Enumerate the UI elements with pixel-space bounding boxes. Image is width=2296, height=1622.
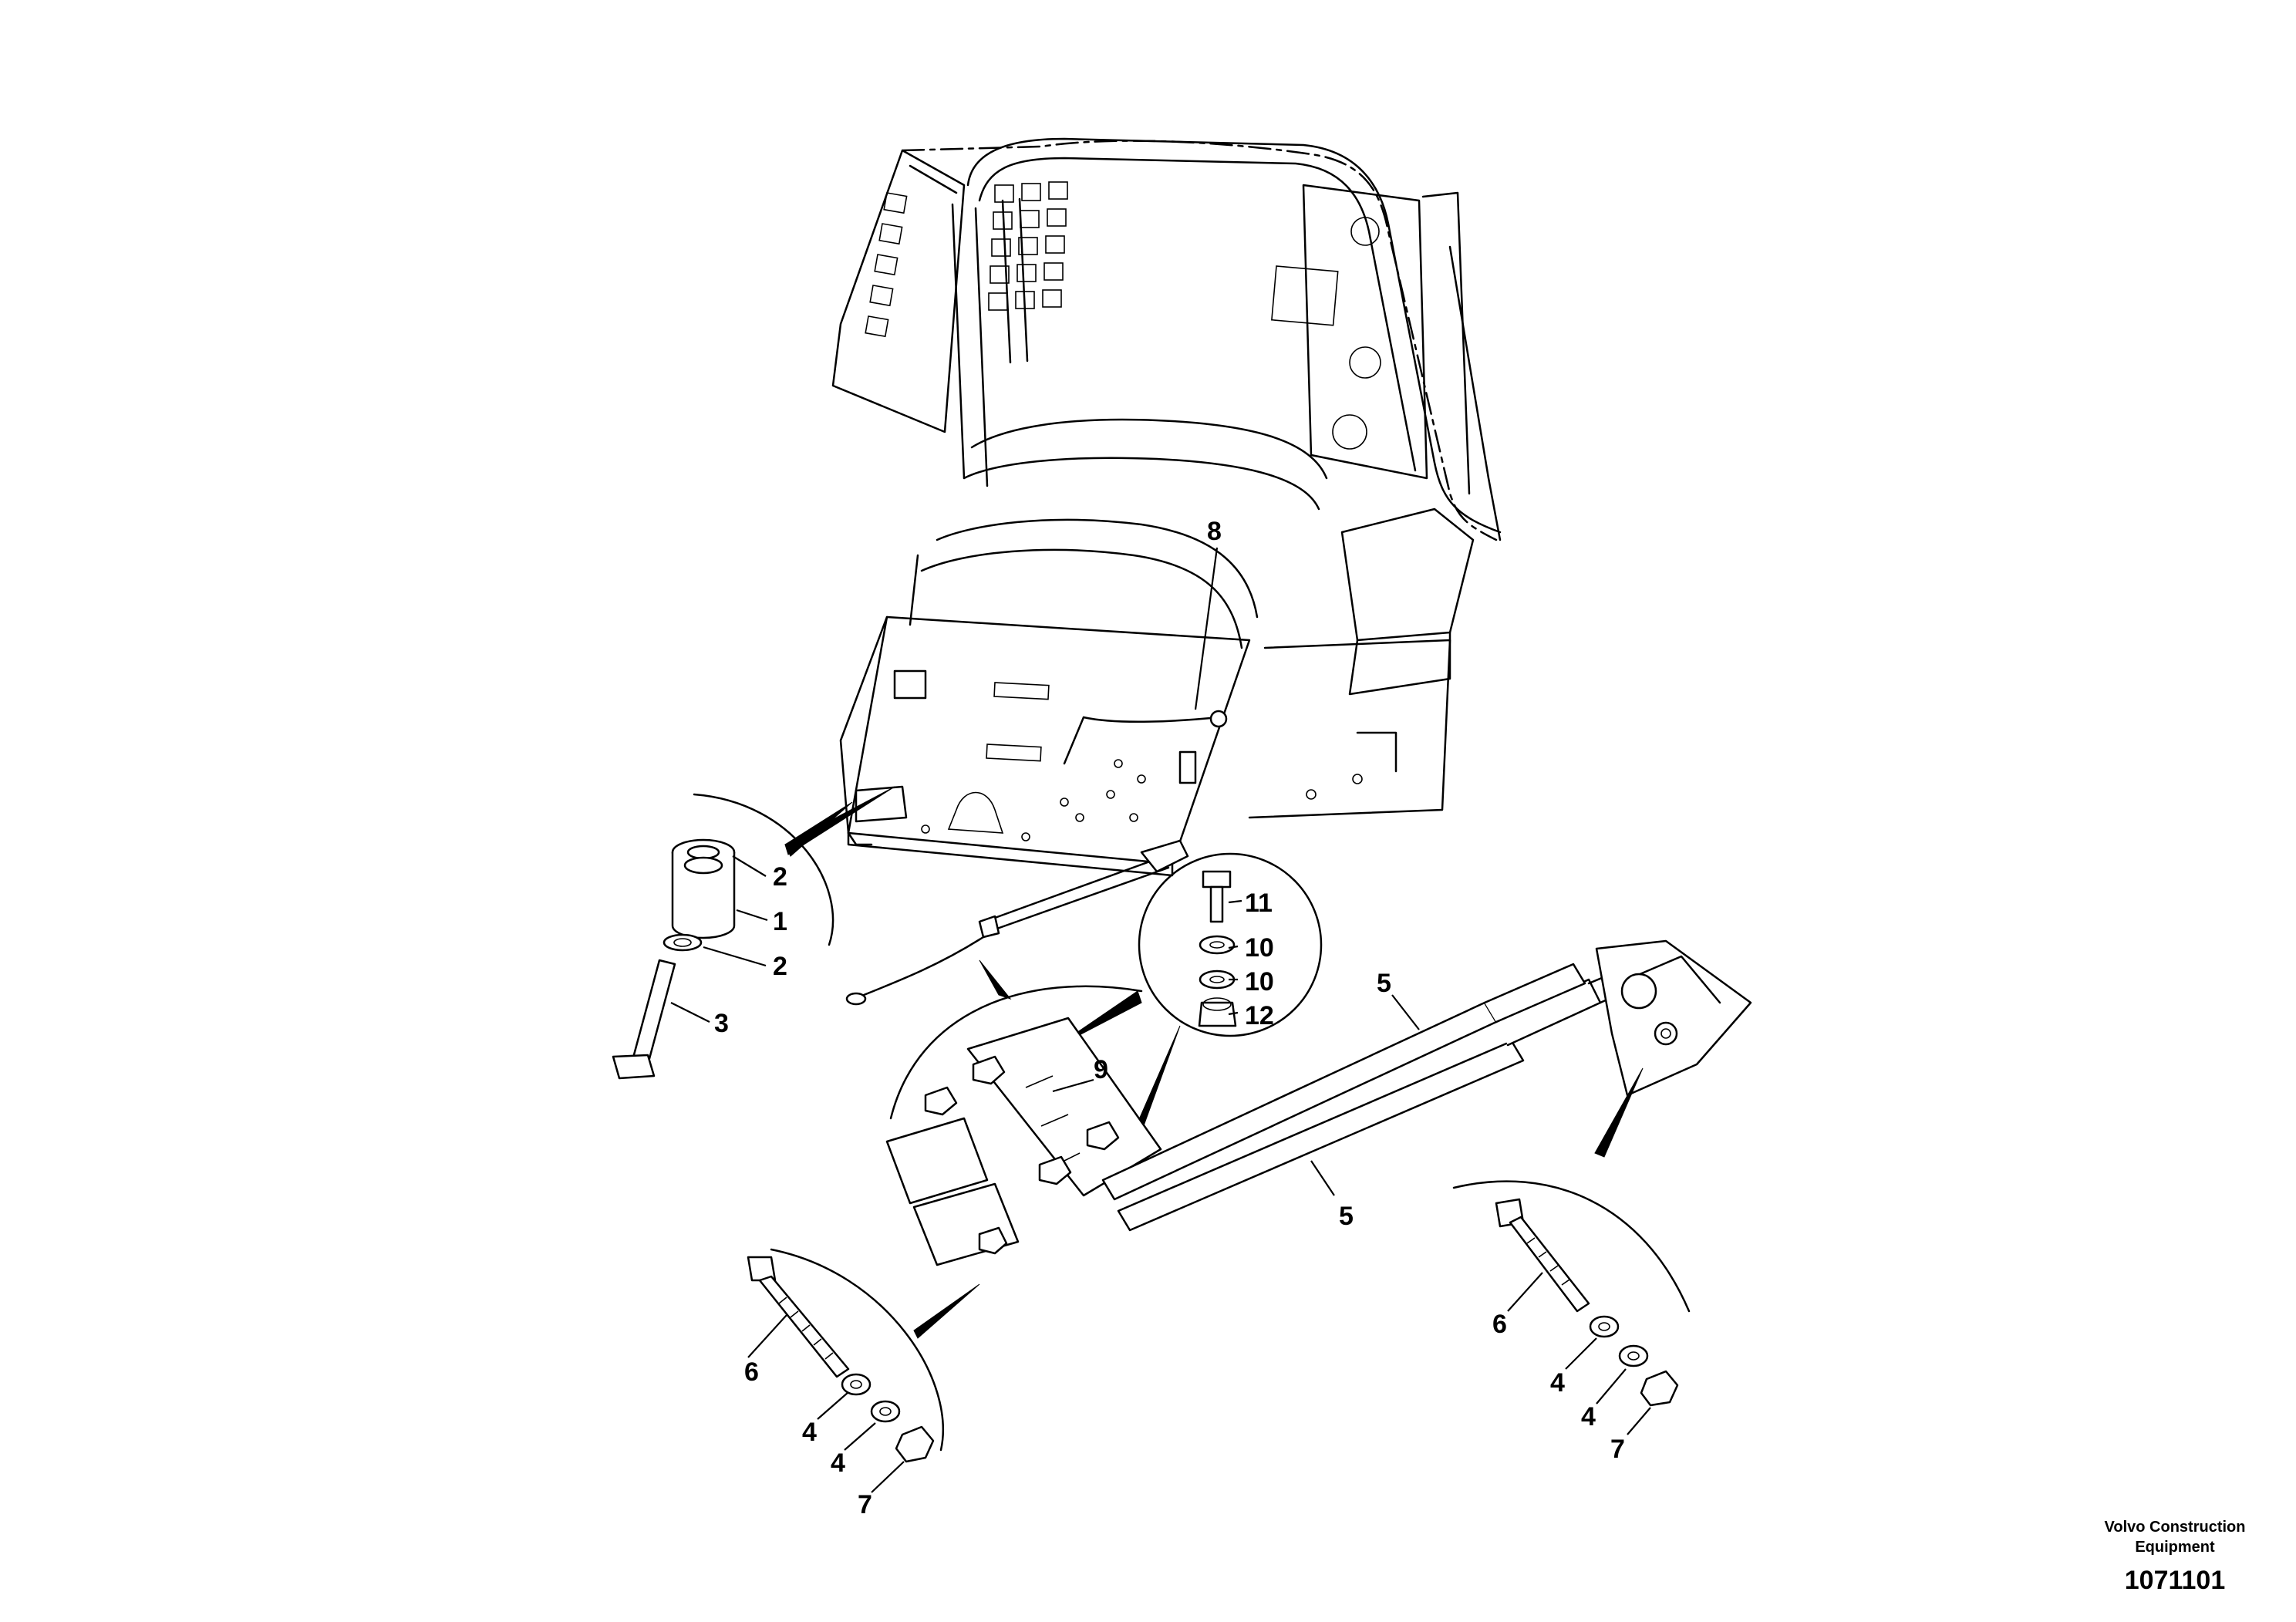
cab-frame: [831, 137, 1502, 877]
callout-7-left: 7: [858, 1490, 872, 1519]
tilt-strut: [845, 839, 1189, 1006]
callout-12: 12: [1245, 1001, 1274, 1030]
detail-bushing: [612, 786, 895, 1080]
callout-5-upper: 5: [1377, 969, 1391, 998]
callout-6-left: 6: [744, 1357, 759, 1387]
callout-4-right-b: 4: [1581, 1402, 1596, 1431]
detail-fasteners: [1138, 852, 1323, 1037]
callout-4-left-b: 4: [831, 1448, 845, 1478]
callout-4-left-a: 4: [802, 1418, 817, 1447]
callout-10-upper: 10: [1245, 933, 1274, 963]
callout-2-upper: 2: [773, 862, 787, 892]
callout-3: 3: [714, 1009, 729, 1038]
detail-lower-right: [1452, 1180, 1691, 1407]
footer-brand: Volvo Construction Equipment 1071101: [2105, 1519, 2246, 1595]
control-cable: [1063, 710, 1228, 784]
callout-9: 9: [1094, 1055, 1108, 1084]
callout-7-right: 7: [1610, 1435, 1625, 1464]
detail-lower-left: [747, 1248, 980, 1463]
callout-2-lower: 2: [773, 952, 787, 981]
callout-6-right: 6: [1492, 1310, 1507, 1339]
callout-1: 1: [773, 907, 787, 936]
brand-line-2: Equipment: [2135, 1539, 2215, 1556]
brand-line-1: Volvo Construction: [2105, 1519, 2246, 1536]
callout-8: 8: [1207, 517, 1222, 546]
callout-5-lower: 5: [1339, 1202, 1354, 1231]
document-number: 1071101: [2125, 1566, 2226, 1595]
callout-11: 11: [1245, 889, 1273, 918]
leader-lines: [670, 547, 1651, 1493]
callout-labels: 8 2 1 2 3 11 10 10 12 9 5 5 6 4 4 7 6 4 …: [714, 517, 1625, 1519]
callout-4-right-a: 4: [1550, 1368, 1565, 1398]
callout-10-lower: 10: [1245, 967, 1274, 996]
link-assembly: [885, 939, 1752, 1266]
